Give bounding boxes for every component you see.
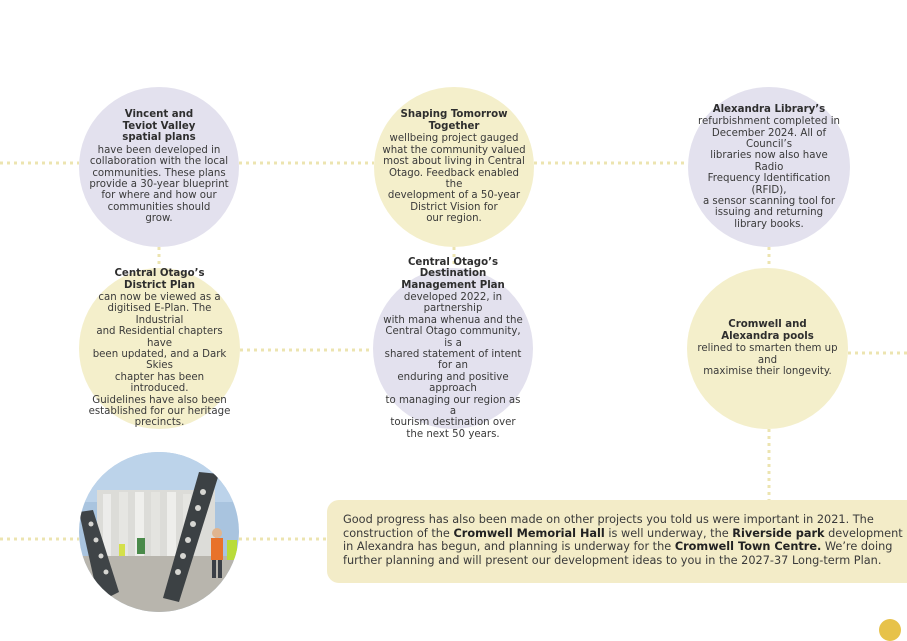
- construction-site-photo: [79, 452, 239, 612]
- card-title: Alexandra Library’s: [712, 103, 826, 115]
- summary-text: is well underway, the: [604, 526, 733, 540]
- district-plan-card: Central Otago’s District Plan can now be…: [79, 268, 240, 429]
- vincent-teviot-spatial-plans-card: Vincent and Teviot Valley spatial plans …: [79, 87, 239, 247]
- card-title: Central Otago’s District Plan: [114, 268, 205, 291]
- cromwell-memorial-hall-highlight: Cromwell Memorial Hall: [453, 526, 605, 540]
- summary-text: Good progress has also been made on othe…: [343, 513, 874, 540]
- card-title: Cromwell and Alexandra pools: [721, 319, 814, 342]
- riverside-park-highlight: Riverside park: [732, 526, 825, 540]
- progress-summary-box: Good progress has also been made on othe…: [327, 500, 907, 583]
- summary-text: We’re doing further planning and will pr…: [343, 540, 893, 567]
- connector-lines: [0, 161, 907, 541]
- cromwell-town-centre-highlight: Cromwell Town Centre.: [674, 540, 822, 554]
- card-text: wellbeing project gauged what the commun…: [382, 133, 526, 225]
- summary-text: development in Alexandra has begun, and …: [343, 526, 903, 554]
- destination-management-plan-card: Central Otago’s Destination Management P…: [373, 257, 533, 440]
- card-text: developed 2022, in partnership with mana…: [383, 291, 523, 440]
- card-text: refurbishment completed in December 2024…: [698, 116, 840, 230]
- card-title: Vincent and Teviot Valley spatial plans: [122, 109, 196, 144]
- card-text: can now be viewed as a digitised E-Plan.…: [88, 291, 231, 429]
- card-text: relined to smarten them up and maximise …: [697, 343, 838, 378]
- card-title: Shaping Tomorrow Together: [400, 109, 508, 132]
- card-text: have been developed in collaboration wit…: [89, 144, 229, 225]
- cromwell-alexandra-pools-card: Cromwell and Alexandra pools relined to …: [687, 268, 848, 429]
- shaping-tomorrow-together-card: Shaping Tomorrow Together wellbeing proj…: [374, 87, 534, 247]
- alexandra-library-card: Alexandra Library’s refurbishment comple…: [688, 87, 850, 247]
- page-marker-dot: [879, 619, 901, 641]
- card-title: Central Otago’s Destination Management P…: [401, 256, 505, 291]
